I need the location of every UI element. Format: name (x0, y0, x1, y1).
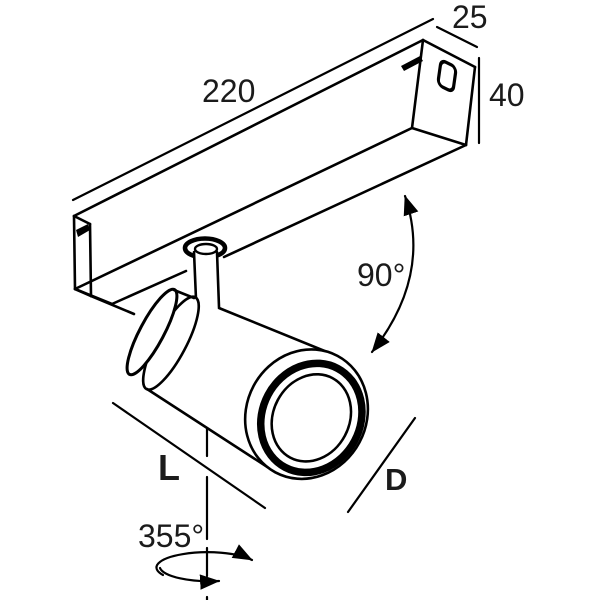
track-right-front-edge (410, 38, 425, 130)
track-left-end-bottom-edge (73, 287, 93, 298)
track-end-top-edge (421, 38, 477, 69)
rotation-arrow-bottom (158, 566, 221, 590)
track-left-outer-edge (72, 214, 77, 291)
track-front-top-edge (72, 38, 425, 218)
track-end-bottom-edge (410, 126, 468, 147)
tilt-arc-arrow (370, 194, 419, 354)
diameter-label: D (385, 462, 407, 497)
track-left-inner-edge (88, 222, 93, 298)
track-rail (72, 38, 477, 316)
end-connector-hole (436, 59, 458, 93)
contact-slot-right (401, 56, 423, 71)
rotation-angle-label: 355° (138, 518, 204, 554)
track-front-bottom-edge (73, 126, 414, 291)
dim-label-track-length: 220 (202, 73, 255, 109)
lens-ellipse (270, 373, 353, 463)
track-bottom-far-edge-left (110, 269, 188, 306)
dim-line-track-depth (435, 25, 479, 49)
dim-label-track-depth: 25 (452, 0, 488, 35)
contact-slot-left (76, 224, 90, 237)
body-bottom-edge (145, 387, 277, 474)
stem-tube-right-edge (215, 250, 221, 309)
stem-tube-body (194, 250, 219, 307)
rotation-arrow-top (155, 544, 254, 577)
track-end-right-edge (464, 65, 477, 147)
dimension-annotations: 220 25 40 90° L D 355° (71, 0, 525, 600)
tilt-angle-label: 90° (357, 257, 405, 293)
diameter-dim-line (346, 416, 417, 514)
stem-tube-left-edge (192, 250, 198, 301)
length-label: L (158, 447, 180, 488)
stem-tube-top-ellipse (193, 242, 219, 256)
dim-line-track-length (71, 17, 435, 202)
spot-head (125, 287, 370, 481)
mount-stem (182, 236, 228, 309)
body-top-edge-rear (172, 288, 196, 300)
track-bottom-far-edge-right (222, 143, 468, 259)
dim-label-track-height: 40 (489, 77, 525, 113)
body-top-edge (217, 306, 339, 358)
track-left-end-top-edge (72, 214, 92, 226)
length-dim-line (111, 401, 267, 510)
